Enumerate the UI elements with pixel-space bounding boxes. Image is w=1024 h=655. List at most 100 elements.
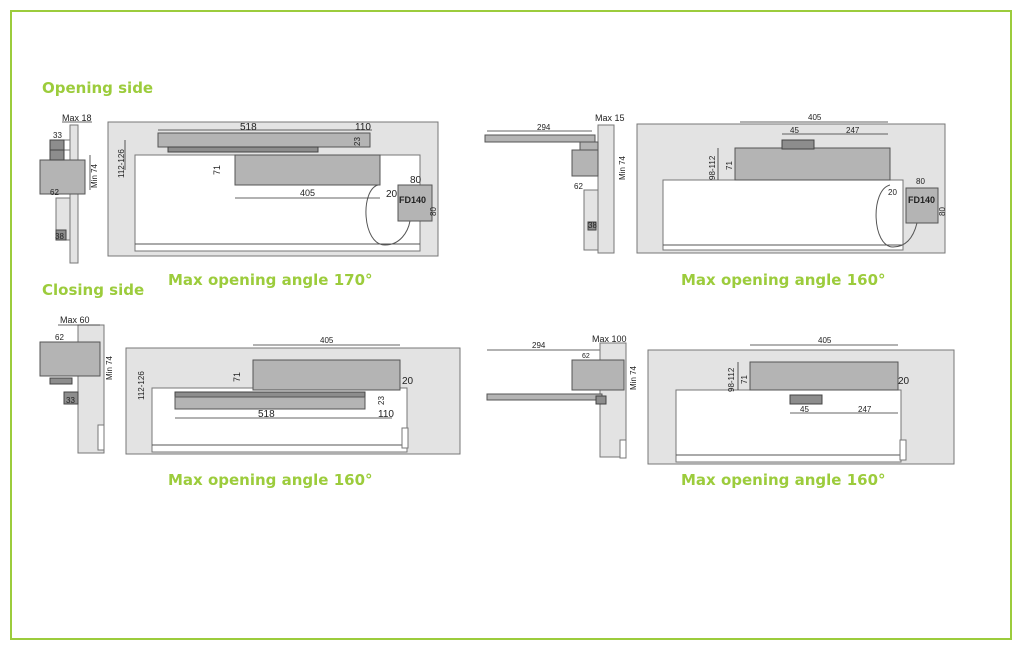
br-stop <box>899 439 907 461</box>
tr-side-frame <box>597 124 615 254</box>
tr-71-label: 71 <box>725 161 734 170</box>
br-98112-label: 98-112 <box>727 367 736 392</box>
tl-fd140-unit <box>397 184 433 222</box>
tl-20-label: 20 <box>386 189 398 200</box>
br-side-stop <box>619 439 627 459</box>
tr-80b-label: 80 <box>938 207 947 216</box>
bl-71-label: 71 <box>232 372 242 382</box>
tr-side-view: 294 Max 15 62 38 Min 74 <box>484 113 627 254</box>
bl-closer-body <box>252 359 401 391</box>
tr-slider <box>781 139 815 150</box>
diagram-top-left: Max 18 33 Min 74 62 38 518 110 112-126 2… <box>39 113 439 264</box>
bl-23-label: 23 <box>377 396 386 405</box>
tr-side-closer <box>571 149 599 177</box>
bl-20-label: 20 <box>402 376 414 387</box>
tr-38-label: 38 <box>588 221 597 230</box>
bl-405-label: 405 <box>320 336 334 345</box>
tl-rail <box>157 132 371 148</box>
tl-518-label: 518 <box>240 122 257 133</box>
br-20-label: 20 <box>898 376 910 387</box>
bl-62-label: 62 <box>55 333 64 342</box>
tl-max-label: Max 18 <box>62 113 92 123</box>
br-max-label: Max 100 <box>592 334 627 344</box>
tr-side-shoe <box>587 221 597 231</box>
bl-side-view: Max 60 62 Min 74 33 <box>39 315 114 454</box>
tl-33-label: 33 <box>53 131 62 140</box>
tl-min74-label: Min 74 <box>90 163 99 188</box>
tr-side-bracket <box>579 141 599 151</box>
tl-62-label: 62 <box>50 188 59 197</box>
tl-38-label: 38 <box>55 232 64 241</box>
tl-112126-label: 112-126 <box>117 149 126 178</box>
br-side-closer <box>571 359 625 391</box>
tr-cable <box>875 184 918 248</box>
bl-110-label: 110 <box>378 409 394 420</box>
bl-side-stop <box>97 424 105 451</box>
caption-top-right: Max opening angle 160° <box>681 271 886 289</box>
tl-front-view: 518 110 112-126 23 71 405 20 80 FD140 80 <box>107 121 439 257</box>
br-405-label: 405 <box>818 336 832 345</box>
tr-side-door <box>583 189 599 251</box>
tl-23-label: 23 <box>353 137 362 146</box>
tr-fd140-label: FD140 <box>908 195 935 205</box>
tr-247-label: 247 <box>846 126 860 135</box>
tl-side-closer <box>39 159 86 195</box>
caption-top-left: Max opening angle 170° <box>168 271 373 289</box>
tr-45-label: 45 <box>790 126 799 135</box>
tl-80a-label: 80 <box>410 175 422 186</box>
bl-front-view: 405 112-126 71 20 23 518 110 <box>125 336 461 455</box>
tl-closer-body <box>234 154 381 186</box>
tr-min74-label: Min 74 <box>618 155 627 180</box>
tr-405-label: 405 <box>808 113 822 122</box>
tl-71-label: 71 <box>212 165 222 175</box>
tl-side-arm <box>49 149 65 161</box>
tl-side-bracket <box>49 139 65 151</box>
tr-door-leaf <box>662 179 904 251</box>
bl-side-shoe <box>63 391 79 405</box>
br-294-label: 294 <box>532 341 546 350</box>
bl-side-closer <box>39 341 101 377</box>
tr-20-label: 20 <box>888 188 897 197</box>
tl-80b-label: 80 <box>429 207 438 216</box>
tr-80a-label: 80 <box>916 177 925 186</box>
br-71-label: 71 <box>740 375 749 384</box>
caption-bottom-right: Max opening angle 160° <box>681 471 886 489</box>
br-247-label: 247 <box>858 405 872 414</box>
tl-side-shoe <box>55 229 67 241</box>
tr-fd140-unit <box>905 187 939 224</box>
tr-62-label: 62 <box>574 182 583 191</box>
bl-arm <box>174 391 366 398</box>
tl-110-label: 110 <box>355 122 371 133</box>
br-front-view: 405 98-112 71 20 45 247 <box>647 336 955 465</box>
diagram-bottom-right: 294 Max 100 62 Min 74 405 98-112 71 20 4… <box>486 334 955 465</box>
bl-rail <box>174 396 366 410</box>
tl-fd140-label: FD140 <box>399 195 426 205</box>
bl-112126-label: 112-126 <box>137 371 146 400</box>
br-min74-label: Min 74 <box>629 365 638 390</box>
bl-33-label: 33 <box>66 396 75 405</box>
tl-side-view: Max 18 33 Min 74 62 38 <box>39 113 99 264</box>
bl-side-arm <box>49 377 73 385</box>
bl-max-label: Max 60 <box>60 315 90 325</box>
page-frame <box>10 10 1012 640</box>
tr-closer-body <box>734 147 891 181</box>
tl-arm <box>167 146 319 153</box>
closing-side-title: Closing side <box>42 281 145 299</box>
br-side-view: 294 Max 100 62 Min 74 <box>486 334 638 459</box>
tr-rail-side <box>484 134 596 143</box>
tr-98112-label: 98-112 <box>708 155 717 180</box>
caption-bottom-left: Max opening angle 160° <box>168 471 373 489</box>
tr-294-label: 294 <box>537 123 551 132</box>
br-rail-side <box>486 393 603 401</box>
br-side-shoe <box>595 395 607 405</box>
tl-405-label: 405 <box>300 188 315 198</box>
br-62-label: 62 <box>582 353 590 360</box>
diagram-bottom-left: Max 60 62 Min 74 33 405 112-126 71 20 23… <box>39 315 461 455</box>
br-slider <box>789 394 823 405</box>
br-closer-body <box>749 361 899 391</box>
br-door-leaf <box>675 389 902 463</box>
bl-min74-label: Min 74 <box>105 355 114 380</box>
tr-front-view: 405 45 247 98-112 71 20 80 FD140 80 <box>636 113 947 254</box>
bl-518-label: 518 <box>258 409 275 420</box>
